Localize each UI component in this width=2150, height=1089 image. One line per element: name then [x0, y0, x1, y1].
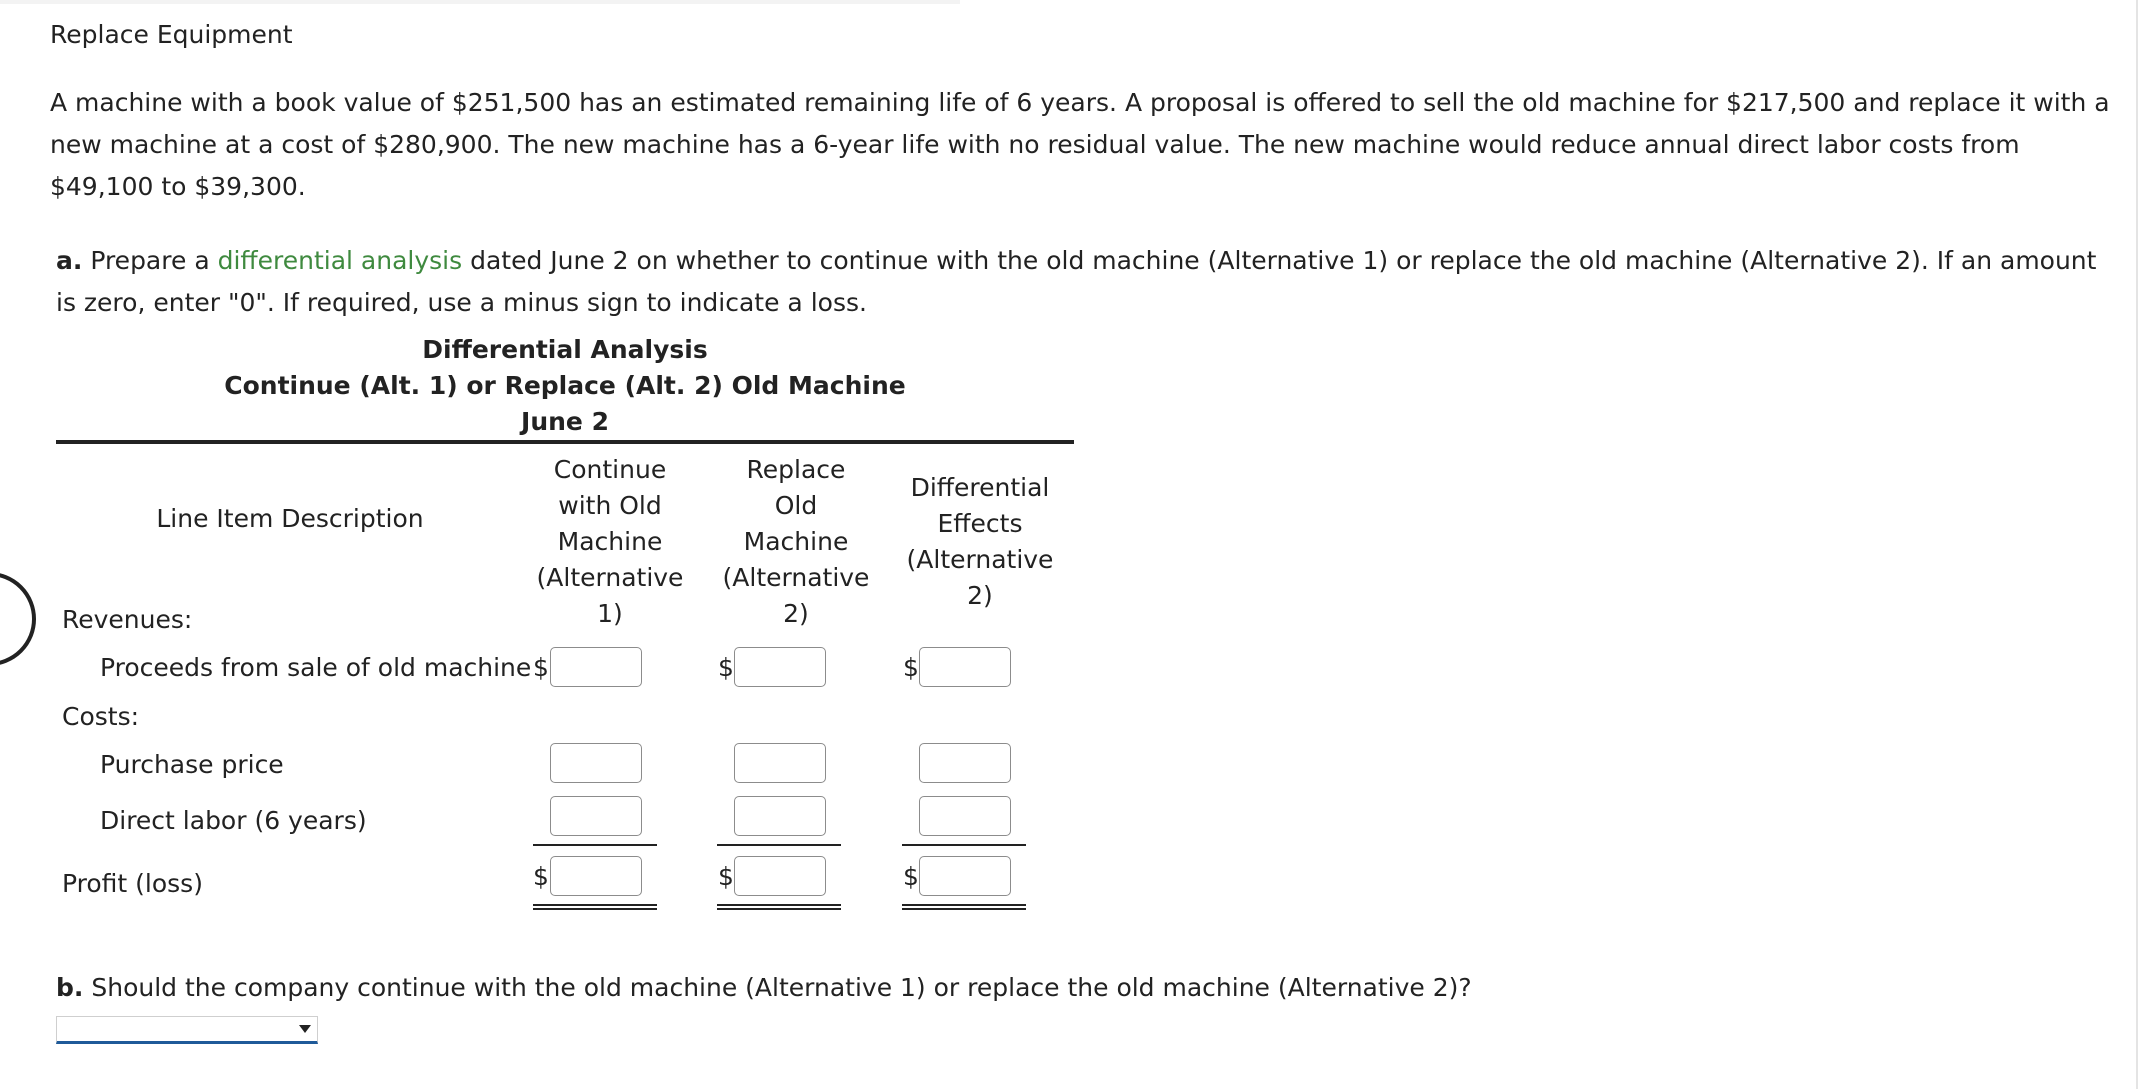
direct-labor-label: Direct labor (6 years)	[100, 806, 367, 835]
differential-analysis-link[interactable]: differential analysis	[217, 246, 463, 275]
costs-label: Costs:	[62, 702, 140, 731]
purchase-price-label: Purchase price	[100, 750, 284, 779]
question-a-label: a.	[56, 246, 83, 275]
question-a-text-before: Prepare a	[82, 246, 218, 275]
page-title: Replace Equipment	[50, 20, 293, 49]
circle-indicator-icon	[0, 572, 36, 666]
currency-symbol: $	[718, 862, 734, 891]
profit-differential-input[interactable]	[919, 856, 1011, 896]
proceeds-alt2-input[interactable]	[734, 647, 826, 687]
column-header-differential: Differential Effects (Alternative 2)	[890, 470, 1070, 614]
currency-symbol: $	[533, 653, 549, 682]
col1-line4: (Alternative 1)	[536, 563, 684, 628]
col3-line2: Effects	[937, 509, 1023, 538]
chevron-down-icon	[299, 1025, 311, 1033]
question-b-label: b.	[56, 973, 84, 1002]
col1-line3: Machine	[557, 527, 663, 556]
table-header-rule	[56, 440, 1074, 444]
proceeds-alt1-input[interactable]	[550, 647, 642, 687]
currency-symbol: $	[903, 653, 919, 682]
problem-paragraph: A machine with a book value of $251,500 …	[50, 88, 2110, 201]
question-a: a. Prepare a differential analysis dated…	[56, 240, 2116, 324]
question-b-text: Should the company continue with the old…	[83, 973, 1472, 1002]
table-heading-1: Differential Analysis	[422, 335, 708, 364]
currency-symbol: $	[903, 862, 919, 891]
currency-symbol: $	[718, 653, 734, 682]
total-double-rule-alt1	[533, 904, 657, 910]
col2-line2: Old	[774, 491, 818, 520]
labor-alt2-input[interactable]	[734, 796, 826, 836]
column-header-alt2: Replace Old Machine (Alternative 2)	[706, 452, 886, 632]
col2-line1: Replace	[746, 455, 846, 484]
labor-differential-input[interactable]	[919, 796, 1011, 836]
line-item-description-header: Line Item Description	[156, 504, 424, 533]
profit-alt2-input[interactable]	[734, 856, 826, 896]
currency-symbol: $	[533, 862, 549, 891]
column-header-alt1: Continue with Old Machine (Alternative 1…	[520, 452, 700, 632]
table-heading-3: June 2	[521, 407, 609, 436]
purchase-differential-input[interactable]	[919, 743, 1011, 783]
col3-line3: (Alternative 2)	[906, 545, 1054, 610]
revenues-label: Revenues:	[62, 605, 193, 634]
subtotal-rule-alt2	[717, 844, 841, 846]
col2-line4: (Alternative 2)	[722, 563, 870, 628]
col2-line3: Machine	[743, 527, 849, 556]
col1-line2: with Old	[558, 491, 662, 520]
total-double-rule-differential	[902, 904, 1026, 910]
purchase-alt2-input[interactable]	[734, 743, 826, 783]
top-bar	[0, 0, 960, 4]
table-heading-2: Continue (Alt. 1) or Replace (Alt. 2) Ol…	[224, 371, 906, 400]
col1-line1: Continue	[553, 455, 667, 484]
labor-alt1-input[interactable]	[550, 796, 642, 836]
profit-alt1-input[interactable]	[550, 856, 642, 896]
proceeds-label: Proceeds from sale of old machine	[100, 653, 532, 682]
purchase-alt1-input[interactable]	[550, 743, 642, 783]
subtotal-rule-differential	[902, 844, 1026, 846]
scroll-edge	[2136, 0, 2138, 1089]
proceeds-differential-input[interactable]	[919, 647, 1011, 687]
profit-loss-label: Profit (loss)	[62, 869, 203, 898]
col3-line1: Differential	[910, 473, 1050, 502]
decision-dropdown[interactable]	[56, 1016, 318, 1044]
total-double-rule-alt2	[717, 904, 841, 910]
question-b: b. Should the company continue with the …	[56, 973, 1472, 1002]
question-a-text-after: dated June 2 on whether to continue with…	[56, 246, 2097, 317]
subtotal-rule-alt1	[533, 844, 657, 846]
